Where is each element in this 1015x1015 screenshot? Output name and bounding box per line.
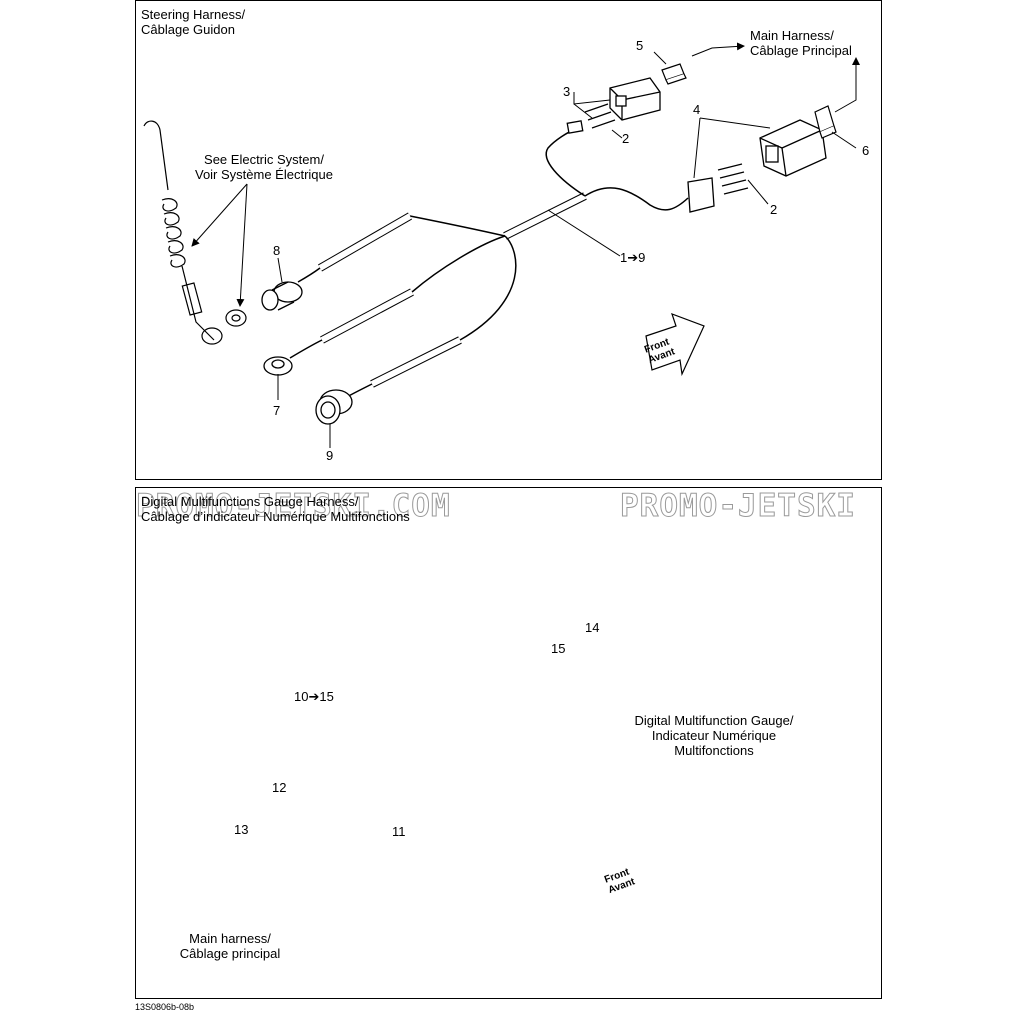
seal-6 <box>814 105 837 139</box>
gauge-label-line1: Digital Multifunction Gauge/ <box>634 713 794 728</box>
main-harness-label-bottom: Main harness/ Câblage principal <box>166 931 294 961</box>
watermark-left: PROMO-JETSKI.COM <box>136 488 451 525</box>
terminal-pins-2a <box>584 103 616 129</box>
steering-harness-title: Steering Harness/ Câblage Guidon <box>141 7 245 37</box>
see-electric-line2: Voir Système Électrique <box>194 167 333 182</box>
callout-14: 14 <box>585 620 600 635</box>
terminal-pins-2b <box>717 163 749 195</box>
callout-1-9: 1➔9 <box>620 250 646 265</box>
main-harness-top-line2: Câblage Principal <box>750 43 852 58</box>
main-harness-top-line1: Main Harness/ <box>750 28 834 43</box>
steering-harness-title-line2: Câblage Guidon <box>141 22 235 37</box>
callout-5: 5 <box>636 38 644 53</box>
callout-6: 6 <box>862 143 870 158</box>
gauge-label-line3: Multifonctions <box>674 743 754 758</box>
callout-2-upper: 2 <box>622 131 630 146</box>
seal-5 <box>661 63 687 85</box>
main-harness-bottom-line1: Main harness/ <box>189 931 271 946</box>
gauge-label-line2: Indicateur Numérique <box>651 728 777 743</box>
connector-3-housing <box>566 77 661 134</box>
see-electric-line1: See Electric System/ <box>204 152 324 167</box>
steering-coil <box>143 120 247 345</box>
main-harness-label-top: Main Harness/ Câblage Principal <box>750 28 852 58</box>
callout-8: 8 <box>273 243 281 258</box>
callout-11: 11 <box>392 824 406 839</box>
gauge-harness-title-line1: Digital Multifunctions Gauge Harness/ <box>141 494 359 509</box>
watermark-right: PROMO-JETSKI <box>620 488 856 525</box>
callout-15: 15 <box>551 641 566 656</box>
switch-9 <box>315 389 353 425</box>
callout-13: 13 <box>234 822 249 837</box>
main-harness-bottom-line2: Câblage principal <box>179 946 281 961</box>
callout-4: 4 <box>693 102 701 117</box>
gauge-harness-title-line2: Câblage d’indicateur Numérique Multifonc… <box>141 509 410 524</box>
figure-code: 13S0806b-08b <box>135 1002 195 1012</box>
switch-8 <box>261 281 303 311</box>
callout-10-15: 10➔15 <box>294 689 334 704</box>
steering-harness-wires <box>289 129 689 399</box>
sensor-7 <box>263 356 293 376</box>
callout-7: 7 <box>273 403 281 418</box>
callout-12: 12 <box>272 780 287 795</box>
see-electric-system-label: See Electric System/ Voir Système Électr… <box>180 152 348 182</box>
gauge-harness-title: Digital Multifunctions Gauge Harness/ Câ… <box>141 494 410 524</box>
top-leader-lines <box>191 42 860 448</box>
connector-4-housing <box>687 119 827 213</box>
digital-gauge-label: Digital Multifunction Gauge/ Indicateur … <box>612 713 816 758</box>
gauge-harness-panel <box>135 487 882 999</box>
callout-9: 9 <box>326 448 334 463</box>
callout-3: 3 <box>563 84 571 99</box>
callout-2-lower: 2 <box>770 202 778 217</box>
front-arrow-top <box>645 312 705 377</box>
steering-harness-title-line1: Steering Harness/ <box>141 7 246 22</box>
